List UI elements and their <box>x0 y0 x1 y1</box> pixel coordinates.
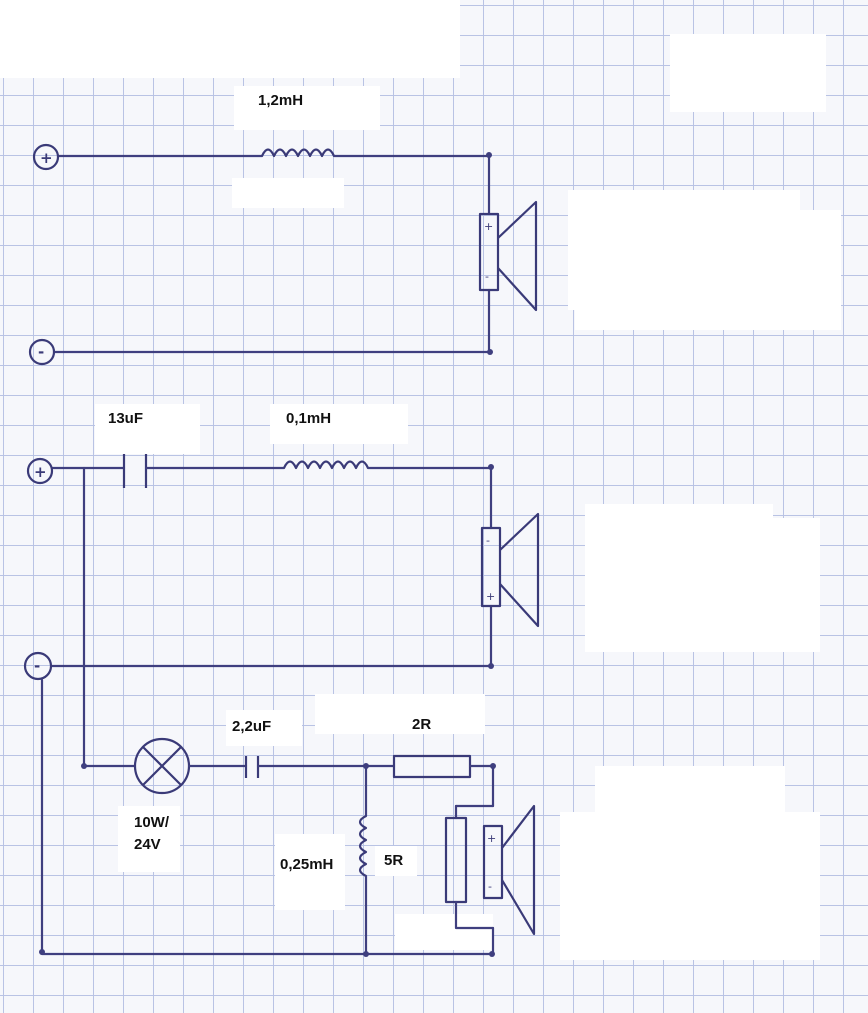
terminal-minus-1-icon: - <box>28 338 56 366</box>
inductor-3-coil <box>358 815 368 877</box>
capacitor-2-label: 2,2uF <box>232 718 272 735</box>
speaker-1-icon: + - <box>478 200 538 312</box>
resistor-series <box>392 754 472 779</box>
speaker-1-minus: - <box>485 270 489 283</box>
svg-text:+: + <box>486 590 495 603</box>
capacitor-1-label: 13uF <box>108 410 144 427</box>
lamp-rating-label-line1: 10W/ <box>134 814 170 831</box>
speaker-1-plus: + <box>484 220 493 233</box>
svg-text:+: + <box>40 149 53 167</box>
resistor-parallel <box>444 816 468 904</box>
lamp-rating-label-line2: 24V <box>134 836 161 853</box>
resistor-parallel-label: 5R <box>384 852 404 869</box>
lamp-icon <box>133 737 191 795</box>
terminal-plus-1-icon: + <box>32 143 60 171</box>
svg-text:-: - <box>488 880 492 893</box>
capacitor-2-plates <box>244 756 260 778</box>
terminal-minus-2-icon: - <box>23 651 53 681</box>
svg-text:-: - <box>38 343 44 361</box>
speaker-3-icon: + - <box>482 804 536 936</box>
inductor-1-label: 1,2mH <box>258 92 304 109</box>
inductor-3-label: 0,25mH <box>280 856 334 873</box>
section-midrange: + - <box>39 678 536 957</box>
terminal-plus-2-icon: + <box>26 457 54 485</box>
inductor-1-coil <box>261 148 335 158</box>
inductor-2-label: 0,1mH <box>286 410 332 427</box>
inductor-2-coil <box>283 460 369 470</box>
label-masks <box>0 0 841 960</box>
svg-text:+: + <box>487 832 496 845</box>
section-woofer: + - + - <box>28 143 538 366</box>
svg-text:-: - <box>34 657 40 675</box>
resistor-series-label: 2R <box>412 716 432 733</box>
svg-text:+: + <box>34 463 47 481</box>
speaker-2-icon: - + <box>480 512 540 628</box>
capacitor-1-plates <box>122 454 148 488</box>
svg-text:-: - <box>486 534 490 547</box>
section-tweeter: - + + - <box>23 454 540 768</box>
